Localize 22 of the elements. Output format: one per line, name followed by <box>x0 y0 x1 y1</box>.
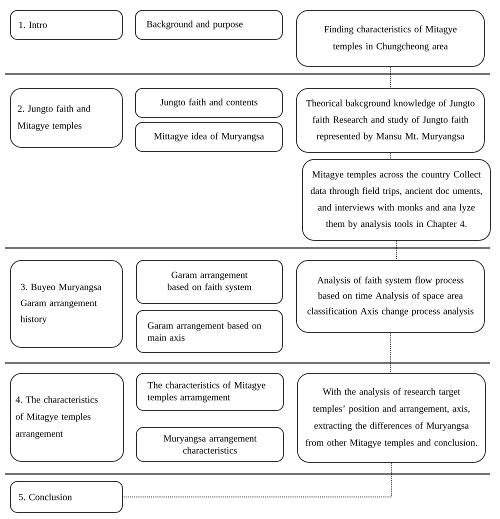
topic-box: Jungto faith and contents <box>135 88 283 118</box>
chapter-box: 3. Buyeo Muryangsa Garam arrangement history <box>10 260 123 348</box>
connector-line <box>396 240 397 260</box>
chapter-box: 5. Conclusion <box>10 481 123 513</box>
chapter-box: 2. Jungto faith and Mitagye temples <box>10 88 123 148</box>
topic-box: Background and purpose <box>135 10 283 40</box>
description-box: Theorical bakcground knowledge of Jungto faith Research and study of Jungto faith represented by Mansu Mt. Muryangsa <box>296 88 485 153</box>
topic-box: Garam arrangement based on faith system <box>136 260 283 304</box>
topic-box: Garam arrangement based on main axis <box>136 310 283 353</box>
description-box: Finding characteristics of Mitagye temples in Chungcheong area <box>296 10 485 67</box>
topic-box: Mittagye idea of Muryangsa <box>135 122 283 152</box>
description-box: Analysis of faith system flow process based on time Analysis of space area classification Axis change process analysis <box>296 260 485 333</box>
topic-box: Muryangsa arrangement characteristics <box>136 427 284 462</box>
chapter-box: 4. The characteristics of Mitagye temples arrangement <box>10 373 124 462</box>
connector-line <box>390 66 391 88</box>
topic-box: The characteristics of Mitagye temples arramgement <box>136 373 284 411</box>
chapter-box: 1. Intro <box>10 10 123 40</box>
description-box: With the analysis of research target temples’ position and arrangement, axis, extracting the differences of Muryangsa from other Mitagye temples and conclusion. <box>297 373 486 463</box>
connector-line <box>122 462 392 498</box>
description-box: Mitagye temples across the country Collect data through field trips, ancient doc uments, and interviews with monks and ana lyze them by analysis tools in Chapter 4. <box>302 159 491 241</box>
connector-line <box>390 332 391 374</box>
connector-line <box>390 152 391 160</box>
